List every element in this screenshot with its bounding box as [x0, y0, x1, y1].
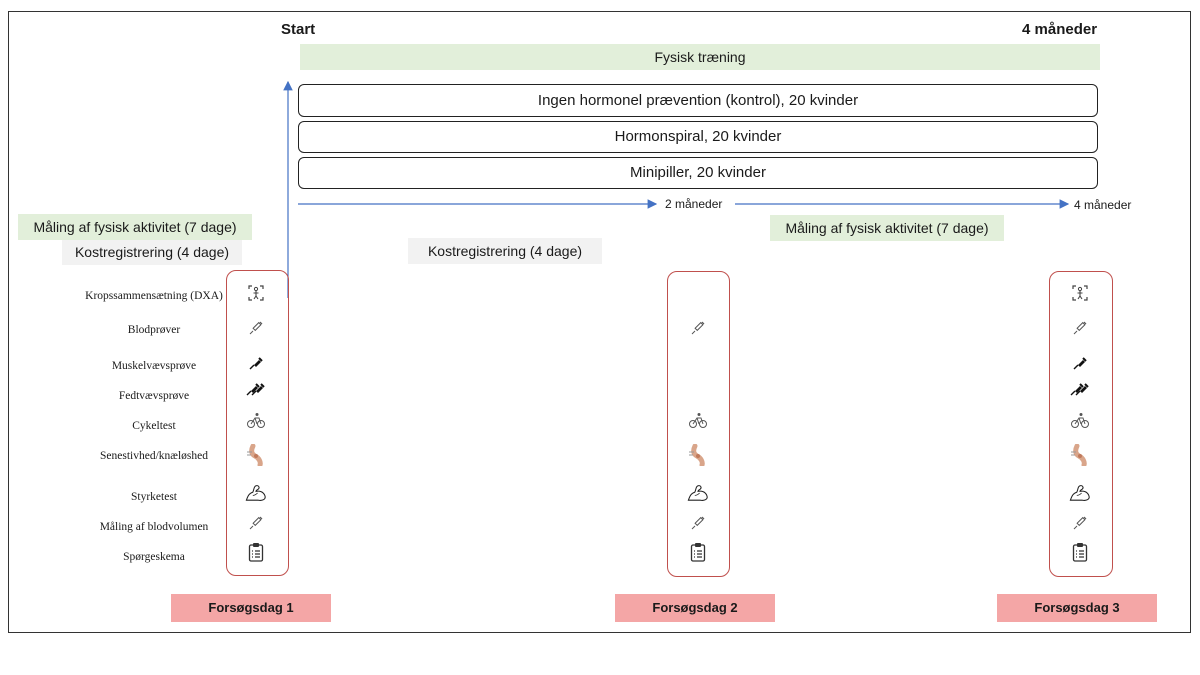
day3-measurement-box	[1049, 271, 1113, 577]
training-bar: Fysisk træning	[300, 44, 1100, 70]
start-label: Start	[281, 21, 316, 38]
double-biopsy-icon	[244, 376, 268, 400]
knee-icon	[244, 443, 268, 467]
knee-icon	[686, 443, 710, 467]
clipboard-icon	[686, 540, 710, 564]
timeline-end-label: 4 måneder	[1074, 198, 1132, 212]
knee-icon	[1068, 443, 1092, 467]
test-day-2-label: Forsøgsdag 2	[615, 594, 775, 622]
syringe-icon	[1068, 316, 1092, 340]
activity-end-label: Måling af fysisk aktivitet (7 dage)	[770, 215, 1004, 241]
bicycle-icon	[686, 408, 710, 432]
syringe-icon	[686, 511, 710, 535]
end-label: 4 måneder	[1022, 21, 1098, 38]
measurement-label-dxa: Kropssammensætning (DXA)	[85, 290, 223, 302]
day2-measurement-box	[667, 271, 730, 577]
dxa-scan-icon	[1068, 281, 1092, 305]
flexed-arm-icon	[244, 481, 268, 505]
dxa-scan-icon	[244, 281, 268, 305]
measurement-label-fat-biopsy: Fedtvævsprøve	[118, 390, 190, 402]
clipboard-icon	[1068, 540, 1092, 564]
test-day-1-label: Forsøgsdag 1	[171, 594, 331, 622]
measurement-label-blood-samples: Blodprøver	[127, 324, 181, 336]
measurement-label-muscle-biopsy: Muskelvævsprøve	[111, 360, 197, 372]
syringe-icon	[686, 316, 710, 340]
bicycle-icon	[244, 408, 268, 432]
diagram-frame	[8, 11, 1191, 633]
measurement-label-cycle-test: Cykeltest	[132, 420, 176, 432]
measurement-label-blood-volume: Måling af blodvolumen	[99, 521, 209, 533]
measurement-label-tendon-stiffness: Senestivhed/knæløshed	[100, 450, 208, 462]
double-biopsy-icon	[1068, 376, 1092, 400]
syringe-icon	[244, 511, 268, 535]
timeline-mid-label: 2 måneder	[665, 197, 723, 211]
syringe-icon	[1068, 511, 1092, 535]
bicycle-icon	[1068, 408, 1092, 432]
measurement-label-strength-test: Styrketest	[131, 491, 177, 503]
biopsy-needle-icon	[244, 351, 268, 375]
clipboard-icon	[244, 540, 268, 564]
group-minipill: Minipiller, 20 kvinder	[298, 157, 1098, 189]
biopsy-needle-icon	[1068, 351, 1092, 375]
diet-mid-label: Kostregistrering (4 dage)	[408, 238, 602, 264]
measurement-label-questionnaire: Spørgeskema	[123, 551, 185, 563]
group-control: Ingen hormonel prævention (kontrol), 20 …	[298, 84, 1098, 117]
test-day-3-label: Forsøgsdag 3	[997, 594, 1157, 622]
diet-baseline-label: Kostregistrering (4 dage)	[62, 240, 242, 265]
activity-baseline-label: Måling af fysisk aktivitet (7 dage)	[18, 214, 252, 240]
syringe-icon	[244, 316, 268, 340]
day1-measurement-box	[226, 270, 289, 576]
group-hormonal-iud: Hormonspiral, 20 kvinder	[298, 121, 1098, 153]
flexed-arm-icon	[1068, 481, 1092, 505]
flexed-arm-icon	[686, 481, 710, 505]
